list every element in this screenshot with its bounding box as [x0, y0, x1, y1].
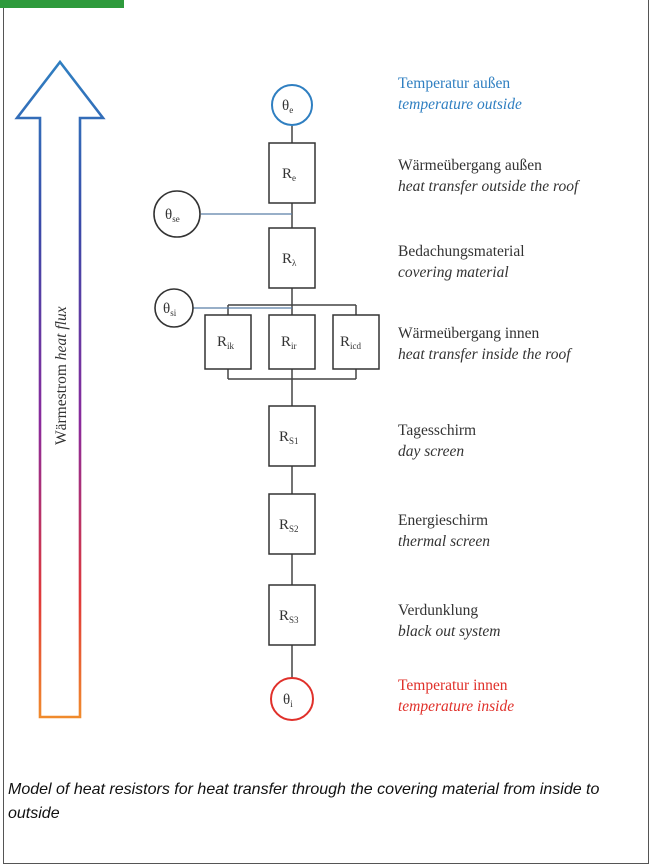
resistor-r-s1: RS1	[268, 405, 316, 467]
label-heat-transfer-inside: Wärmeübergang innen heat transfer inside…	[398, 325, 571, 363]
node-theta-si: θsi	[154, 288, 194, 328]
label-temperature-inside: Temperatur innen temperature inside	[398, 677, 515, 715]
label-black-out-system: Verdunklung black out system	[398, 602, 501, 640]
label-day-screen: Tagesschirm day screen	[398, 422, 477, 460]
label-heat-transfer-outside: Wärmeübergang außen heat transfer outsid…	[398, 157, 579, 195]
resistor-r-ik: Rik	[204, 314, 252, 370]
resistor-r-lambda: Rλ	[268, 227, 316, 289]
svg-text:Rλ: Rλ	[282, 251, 297, 268]
svg-text:θsi: θsi	[163, 301, 177, 318]
resistor-r-e: Re	[268, 142, 316, 204]
resistor-r-s3: RS3	[268, 584, 316, 646]
svg-text:θe: θe	[282, 98, 293, 115]
heat-flux-arrow	[14, 59, 106, 719]
svg-text:θi: θi	[283, 692, 293, 709]
node-theta-i: θi	[270, 677, 314, 721]
heat-flux-label: Wärmestrom heat flux	[53, 306, 70, 445]
svg-text:Re: Re	[282, 166, 296, 183]
svg-text:RS2: RS2	[279, 517, 299, 534]
svg-text:Rir: Rir	[281, 334, 297, 351]
label-temperature-outside: Temperatur außen temperature outside	[398, 75, 522, 113]
resistor-r-ir: Rir	[268, 314, 316, 370]
svg-text:RS3: RS3	[279, 608, 299, 625]
figure-frame	[3, 0, 649, 864]
circuit-wires	[227, 126, 357, 678]
resistor-r-s2: RS2	[268, 493, 316, 555]
svg-text:θse: θse	[165, 207, 180, 224]
header-tab	[0, 0, 124, 8]
svg-text:Ricd: Ricd	[340, 334, 362, 351]
node-theta-e: θe	[271, 84, 313, 126]
svg-text:RS1: RS1	[279, 429, 299, 446]
svg-text:Rik: Rik	[217, 334, 235, 351]
figure-caption: Model of heat resistors for heat transfe…	[8, 781, 600, 822]
label-thermal-screen: Energieschirm thermal screen	[398, 512, 490, 550]
node-theta-se: θse	[153, 190, 201, 238]
resistor-r-icd: Ricd	[332, 314, 380, 370]
label-covering-material: Bedachungsmaterial covering material	[398, 243, 525, 281]
